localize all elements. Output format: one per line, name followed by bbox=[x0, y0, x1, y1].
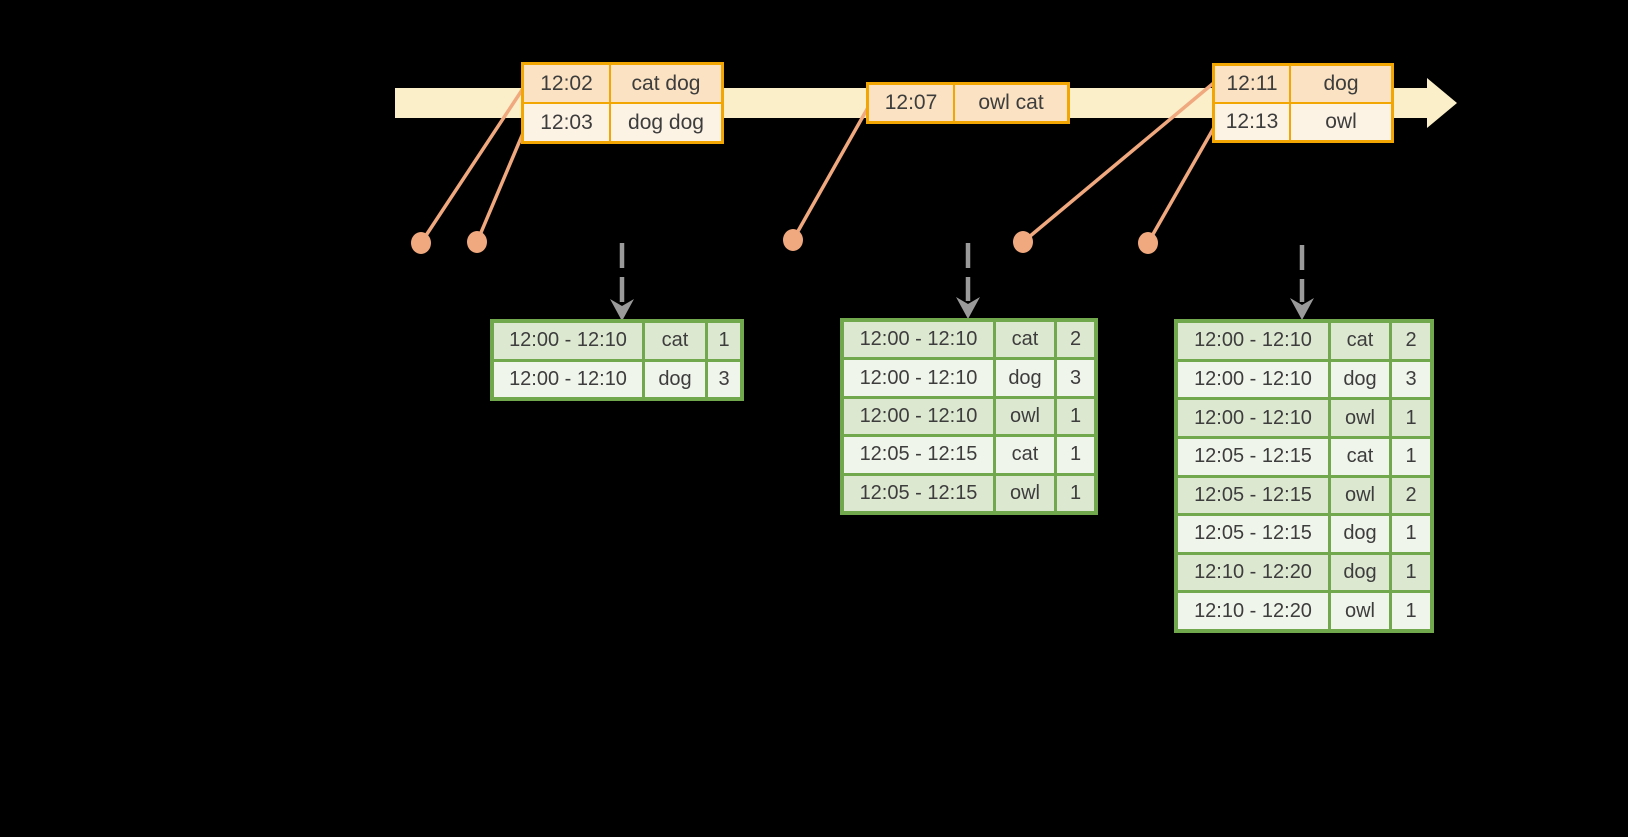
table-cell: dog bbox=[1331, 516, 1389, 552]
table-cell: 2 bbox=[1392, 323, 1430, 359]
table-cell: 12:05 - 12:15 bbox=[844, 437, 993, 473]
table-cell: dog dog bbox=[611, 104, 721, 141]
table-cell: 12:02 bbox=[524, 65, 609, 102]
table-cell: 12:00 - 12:10 bbox=[494, 323, 642, 359]
table-cell: dog bbox=[996, 360, 1054, 396]
table-cell: 1 bbox=[1392, 554, 1430, 591]
table-cell: 12:05 - 12:15 bbox=[1178, 516, 1328, 552]
table-cell: owl bbox=[1291, 104, 1391, 140]
table-cell: 1 bbox=[1392, 438, 1430, 475]
table-cell: 1 bbox=[708, 323, 740, 359]
table-cell: 3 bbox=[708, 361, 740, 397]
event-dot-icon bbox=[1138, 232, 1158, 254]
connector-line bbox=[1021, 79, 1218, 244]
table-cell: 12:00 - 12:10 bbox=[844, 360, 993, 396]
table-cell: owl cat bbox=[955, 85, 1067, 121]
connector-line bbox=[419, 83, 528, 244]
table-cell: owl bbox=[996, 398, 1054, 435]
table-cell: cat bbox=[1331, 323, 1389, 359]
connector-line bbox=[791, 103, 872, 241]
table-cell: 12:05 - 12:15 bbox=[1178, 477, 1328, 514]
event-dot-icon bbox=[467, 231, 487, 253]
table-cell: 12:05 - 12:15 bbox=[844, 475, 993, 511]
table-cell: cat bbox=[645, 323, 705, 359]
table-cell: 12:07 bbox=[869, 85, 953, 121]
table-cell: 12:10 - 12:20 bbox=[1178, 554, 1328, 591]
table-cell: 3 bbox=[1057, 360, 1094, 396]
table-cell: 1 bbox=[1392, 400, 1430, 436]
table-cell: owl bbox=[996, 475, 1054, 511]
table-cell: 12:11 bbox=[1215, 66, 1289, 102]
event-dot-icon bbox=[1013, 231, 1033, 253]
table-cell: dog bbox=[645, 361, 705, 397]
table-cell: 12:00 - 12:10 bbox=[1178, 323, 1328, 359]
table-cell: owl bbox=[1331, 477, 1389, 514]
event-dot-icon bbox=[411, 232, 431, 254]
dashed-down-arrow-icon bbox=[610, 243, 634, 321]
table-cell: 2 bbox=[1392, 477, 1430, 514]
table-cell: owl bbox=[1331, 593, 1389, 629]
connector-line bbox=[1146, 123, 1218, 244]
table-cell: 12:03 bbox=[524, 104, 609, 141]
table-cell: dog bbox=[1291, 66, 1391, 102]
table-cell: dog bbox=[1331, 554, 1389, 591]
table-cell: 12:05 - 12:15 bbox=[1178, 438, 1328, 475]
event-dot-icon bbox=[783, 229, 803, 251]
table-cell: 12:00 - 12:10 bbox=[1178, 361, 1328, 398]
event-markers bbox=[411, 229, 1158, 254]
table-cell: 1 bbox=[1057, 398, 1094, 435]
table-cell: 12:00 - 12:10 bbox=[494, 361, 642, 397]
table-cell: owl bbox=[1331, 400, 1389, 436]
table-cell: 12:00 - 12:10 bbox=[844, 322, 993, 358]
table-cell: cat bbox=[996, 437, 1054, 473]
table-cell: 12:10 - 12:20 bbox=[1178, 593, 1328, 629]
table-cell: 12:13 bbox=[1215, 104, 1289, 140]
table-cell: 12:00 - 12:10 bbox=[1178, 400, 1328, 436]
dashed-down-arrow-icon bbox=[956, 243, 980, 319]
table-cell: 1 bbox=[1057, 437, 1094, 473]
table-cell: 1 bbox=[1057, 475, 1094, 511]
table-cell: 2 bbox=[1057, 322, 1094, 358]
table-cell: cat bbox=[996, 322, 1054, 358]
connector-line bbox=[475, 125, 528, 243]
dashed-down-arrow-icon bbox=[1290, 245, 1314, 320]
table-cell: dog bbox=[1331, 361, 1389, 398]
table-cell: cat bbox=[1331, 438, 1389, 475]
table-cell: 1 bbox=[1392, 593, 1430, 629]
connector-lines bbox=[419, 79, 1218, 244]
table-cell: cat dog bbox=[611, 65, 721, 102]
result-pointers bbox=[610, 243, 1314, 321]
table-cell: 1 bbox=[1392, 516, 1430, 552]
table-cell: 3 bbox=[1392, 361, 1430, 398]
table-cell: 12:00 - 12:10 bbox=[844, 398, 993, 435]
